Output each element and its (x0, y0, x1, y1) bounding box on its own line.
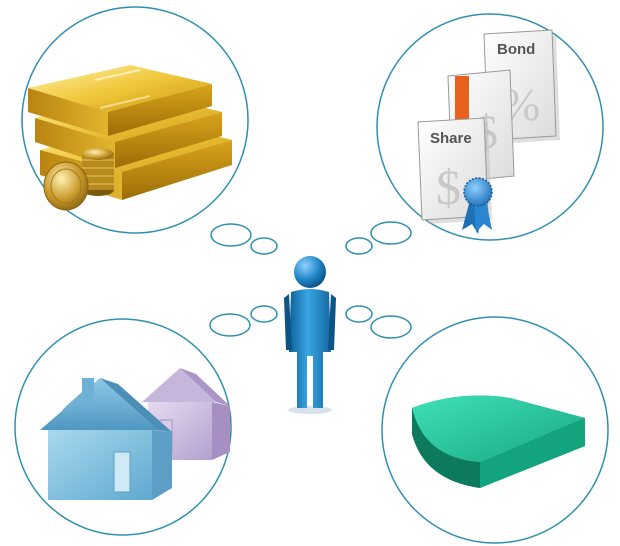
award-ribbon-icon (462, 177, 493, 234)
gold-coins-icon (43, 148, 114, 211)
person-icon (284, 256, 336, 414)
thought-bubbles-bottom-right (345, 305, 412, 339)
thought-circle-securities: Bond % $ Share $ (376, 13, 604, 241)
thought-bubbles-top-left (210, 223, 278, 255)
thought-circle-gold (21, 6, 249, 234)
houses-icon (40, 368, 230, 500)
bond-label: Bond (497, 41, 535, 58)
thought-bubbles-bottom-left (209, 305, 278, 337)
thought-bubbles-top-right (345, 221, 412, 255)
share-label: Share (430, 130, 472, 147)
thought-circle-property (14, 318, 232, 536)
dollar-glyph-share: $ (436, 159, 461, 215)
pie-slice-icon (412, 395, 585, 488)
thought-circle-slice (381, 316, 609, 544)
share-bond-certificates-icon: Bond % $ Share $ (417, 29, 560, 234)
front-house (40, 378, 172, 500)
